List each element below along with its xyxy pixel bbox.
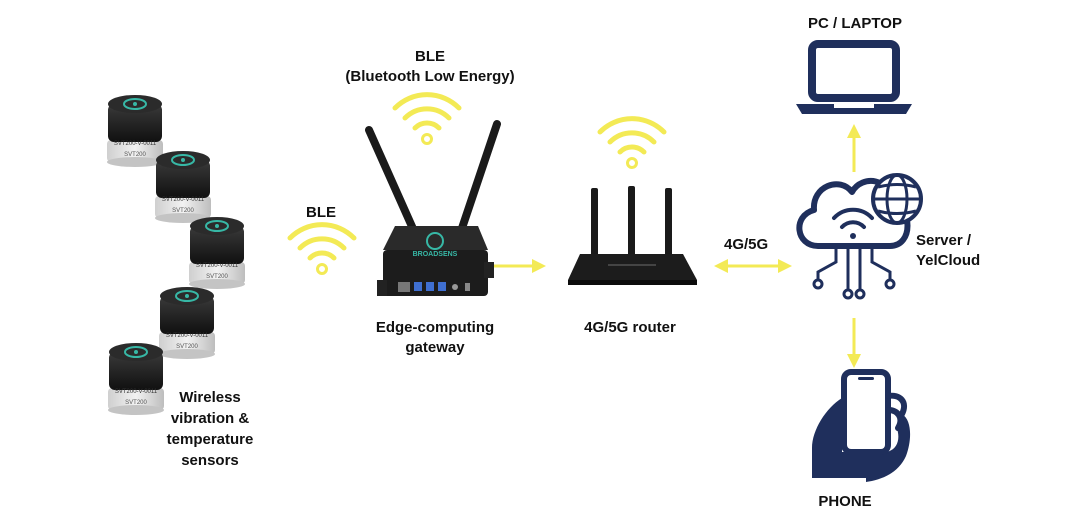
sensor-5-caption: SVT200-V-0011 (115, 389, 158, 395)
sensors-line3: temperature (166, 431, 254, 448)
ble-top-line1: BLE (415, 48, 445, 65)
gateway-brand: BROADSENS (413, 251, 458, 258)
gateway-label: Edge-computing gateway (340, 318, 530, 358)
ble-top-line2: (Bluetooth Low Energy) (345, 68, 515, 85)
wifi-icon (290, 225, 354, 274)
gateway-line2: gateway (405, 339, 465, 356)
sensor-5-caption-small: SVT200 (125, 400, 147, 406)
gateway-icon: BROADSENS (365, 120, 501, 296)
sensors-line4: sensors (181, 452, 239, 469)
laptop-icon (796, 40, 912, 114)
sensor-2-caption: SVT200-V-0011 (162, 197, 205, 203)
arrow-server-to-phone (847, 318, 861, 368)
pc-label: PC / LAPTOP (808, 15, 902, 32)
server-label: Server / YelCloud (916, 231, 980, 271)
sensor-1-caption: SVT200-V-0011 (114, 141, 157, 147)
wifi-icon (600, 119, 664, 168)
sensor-4-caption-small: SVT200 (176, 344, 198, 350)
phone-icon (812, 369, 911, 482)
sensor-4: SVT200-V-0011 SVT200 (158, 286, 216, 360)
sensor-1: SVT200-V-0011 SVT200 (106, 94, 164, 168)
router-icon (568, 186, 697, 285)
server-line1: Server / (916, 232, 972, 249)
sensor-1-caption-small: SVT200 (124, 152, 146, 158)
server-line2: YelCloud (916, 252, 981, 269)
sensor-2-caption-small: SVT200 (172, 208, 194, 214)
sensors-line2: vibration & (170, 410, 250, 427)
router-label: 4G/5G router (584, 319, 676, 336)
ble-left-label: BLE (306, 204, 336, 221)
ble-top-label: BLE (Bluetooth Low Energy) (310, 47, 550, 87)
sensor-3-caption-small: SVT200 (206, 274, 228, 280)
sensor-4-caption: SVT200-V-0011 (166, 333, 209, 339)
sensors-line1: Wireless (179, 389, 241, 406)
arrow-server-to-pc (847, 124, 861, 172)
sensor-3-caption: SVT200-V-0011 (196, 263, 239, 269)
wifi-icon (395, 95, 459, 144)
sensor-3: SVT200-V-0011 SVT200 (188, 216, 246, 290)
phone-label: PHONE (818, 493, 872, 510)
link-label: 4G/5G (724, 236, 769, 253)
arrow-gateway-to-router (494, 259, 546, 273)
sensor-5: SVT200-V-0011 SVT200 (107, 342, 165, 416)
arrow-router-server (714, 259, 792, 273)
sensors-label: Wireless vibration & temperature sensors (140, 387, 280, 471)
globe-icon (871, 173, 923, 225)
sensor-2: SVT200-V-0011 SVT200 (154, 150, 212, 224)
gateway-line1: Edge-computing (375, 319, 495, 336)
